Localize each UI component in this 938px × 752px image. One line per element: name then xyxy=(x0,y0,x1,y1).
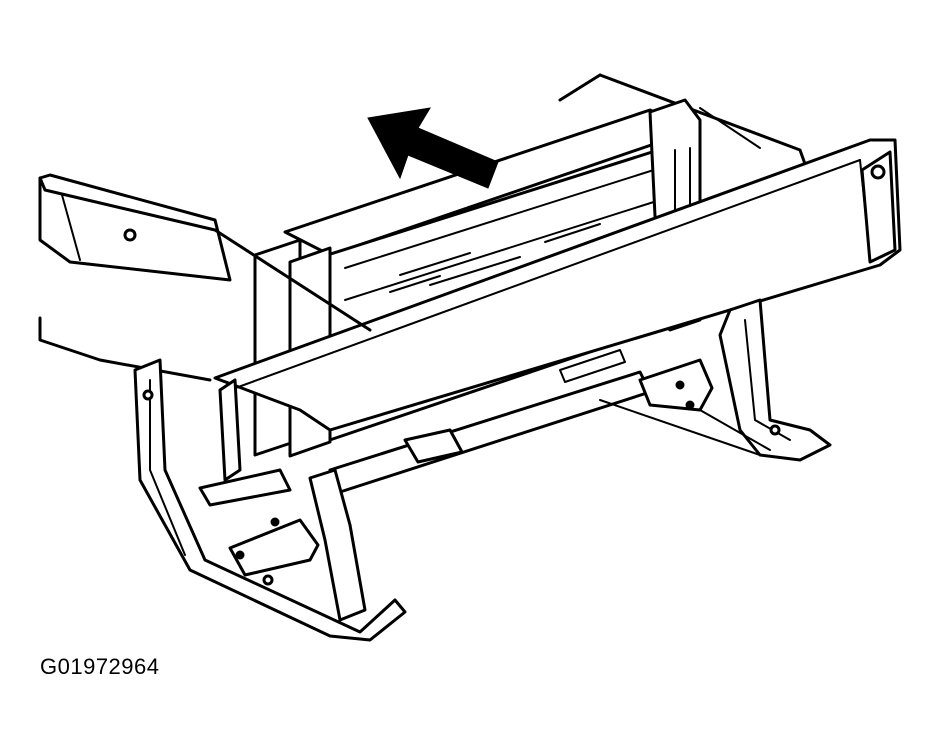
right-support-leg xyxy=(599,298,832,462)
figure-id-label: G01972964 xyxy=(40,654,160,679)
direction-arrow-icon xyxy=(367,107,499,189)
front-crossmember xyxy=(213,138,902,432)
left-support-leg xyxy=(133,358,407,642)
left-frame-rail xyxy=(38,173,372,382)
